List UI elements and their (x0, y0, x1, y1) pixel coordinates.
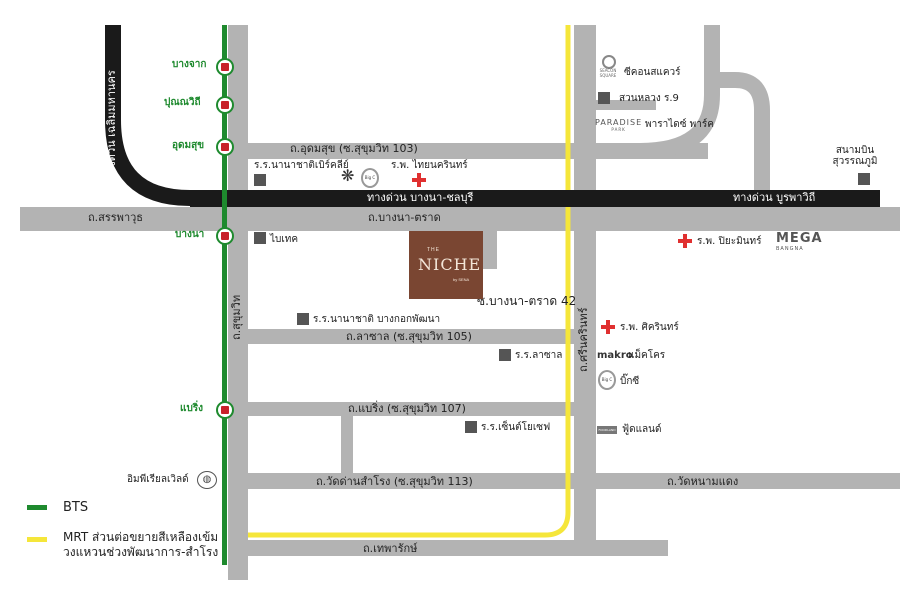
label-thainakarin: ร.พ. ไทยนครินทร์ (391, 160, 468, 171)
bts-station-icon (216, 227, 234, 245)
landmark-square-icon (254, 174, 266, 186)
paradise-logo: PARADISE PARK (595, 118, 643, 132)
road-soi-42 (483, 231, 497, 269)
mega-logo: MEGA BANGNA (776, 231, 823, 253)
snowflake-icon: ❋ (341, 166, 355, 185)
road-lasalle (248, 329, 574, 344)
road-burapha-curve (712, 72, 770, 198)
project-name: NICHE (418, 255, 482, 274)
legend-bts-swatch (27, 505, 47, 510)
label-expressway-bangna-chonburi: ทางด่วน บางนา-ชลบุรี (367, 191, 474, 204)
road-udomsuk-curve (639, 25, 720, 159)
road-srinakarin (574, 25, 596, 545)
label-road-wat-dan-samrong: ถ.วัดด่านสำโรง (ซ.สุขุมวิท 113) (316, 475, 473, 488)
legend-mrt-label-1: MRT ส่วนต่อขยายสีเหลืองเข้ม (63, 530, 219, 544)
landmark-square-icon (254, 232, 266, 244)
label-paradise: พาราไดซ์ พาร์ค (645, 119, 714, 130)
road-soi-suanluang (596, 100, 656, 110)
label-bigc: บิ๊กซี (620, 376, 640, 387)
landmark-square-icon (858, 173, 870, 185)
project-small-label: THE (427, 247, 440, 253)
label-airport: สนามบิน สุวรรณภูมิ (832, 145, 878, 167)
road-wat-dan-samrong (248, 473, 900, 489)
bts-station-icon (216, 96, 234, 114)
bts-station-icon (216, 138, 234, 156)
imperial-logo: ◍ (197, 471, 217, 489)
label-road-soi-42: ซ.บางนา-ตราด 42 (477, 294, 577, 308)
hospital-icon (601, 320, 615, 334)
project-sub-label: by SENA (453, 277, 470, 282)
hospital-icon (678, 234, 692, 248)
label-road-lasalle: ถ.ลาซาล (ซ.สุขุมวิท 105) (346, 330, 472, 343)
road-sukhumvit (228, 25, 248, 580)
label-foodland: ฟู้ดแลนด์ (622, 424, 662, 435)
label-station-udomsuk: อุดมสุข (172, 140, 205, 151)
label-road-sanphawut: ถ.สรรพาวุธ (88, 211, 144, 224)
landmark-square-icon (465, 421, 477, 433)
road-sanphawut-bangna-trat (20, 207, 900, 231)
label-road-wat-nam-daeng: ถ.วัดหนามแดง (667, 475, 739, 488)
label-road-bangna-trat: ถ.บางนา-ตราด (368, 211, 441, 224)
expressway-bangna-chonburi (190, 190, 880, 207)
seacon-logo: SEACON SQUARE (596, 55, 618, 78)
road-bearing (248, 402, 574, 416)
label-station-bangna: บางนา (175, 229, 205, 240)
bts-station-icon (216, 58, 234, 76)
makro-logo: makro (597, 350, 633, 361)
bts-station-icon (216, 401, 234, 419)
hospital-icon (412, 173, 426, 187)
label-road-sukhumvit: ถ.สุขุมวิท (230, 294, 243, 340)
legend-bts-label: BTS (63, 500, 89, 515)
label-st-joseph: ร.ร.เซ็นต์โยเซฟ (481, 422, 551, 433)
legend-mrt-label-2: วงแหวนช่วงพัฒนาการ-สำโรง (63, 545, 219, 559)
label-expressway-burapha: ทางด่วน บูรพาวิถี (733, 191, 816, 204)
label-expressway-chaloem: ทางด่วน เฉลิมมหานคร (105, 70, 118, 180)
label-station-bearing: แบริ่ง (180, 403, 204, 414)
label-station-bangchak: บางจาก (172, 59, 207, 70)
label-seacon: ซีคอนสแควร์ (624, 67, 681, 78)
label-road-bearing: ถ.แบริ่ง (ซ.สุขุมวิท 107) (348, 402, 466, 415)
label-bangkok-patana: ร.ร.นานาชาติ บางกอกพัฒนา (313, 314, 441, 325)
label-bitec: ไบเทค (270, 234, 299, 245)
label-road-udomsuk: ถ.อุดมสุข (ซ.สุขุมวิท 103) (290, 142, 418, 155)
road-thepharak (248, 540, 668, 556)
bigc-small-logo: Big C (361, 168, 379, 188)
road-udomsuk (248, 143, 708, 159)
landmark-square-icon (499, 349, 511, 361)
legend-mrt-swatch (27, 537, 47, 542)
bigc-logo: Big C (598, 370, 616, 390)
label-sikarin: ร.พ. ศิครินทร์ (620, 322, 679, 333)
project-the-niche[interactable]: THE NICHE by SENA (409, 231, 483, 299)
label-imperial: อิมพีเรียลเวิลด์ (127, 474, 189, 485)
label-suan-luang: สวนหลวง ร.9 (619, 93, 679, 104)
label-berkeley-school: ร.ร.นานาชาติเบิร์คลีย์ (254, 160, 349, 171)
label-road-srinakarin: ถ.ศรีนครินทร์ (577, 307, 590, 372)
label-road-thepharak: ถ.เทพารักษ์ (363, 542, 418, 555)
road-soi-bearing (341, 416, 353, 474)
expressway-chaloem (105, 25, 230, 206)
label-makro: แม็คโคร (628, 350, 666, 361)
bts-green-line (222, 25, 227, 565)
label-piyamin: ร.พ. ปิยะมินทร์ (697, 236, 762, 247)
landmark-square-icon (297, 313, 309, 325)
mrt-yellow-line (248, 25, 571, 538)
label-station-punnawithi: ปุณณวิถี (164, 97, 201, 108)
landmark-square-icon (598, 92, 610, 104)
foodland-logo: FOODLAND (597, 426, 617, 434)
label-lasalle-school: ร.ร.ลาซาล (515, 350, 563, 361)
